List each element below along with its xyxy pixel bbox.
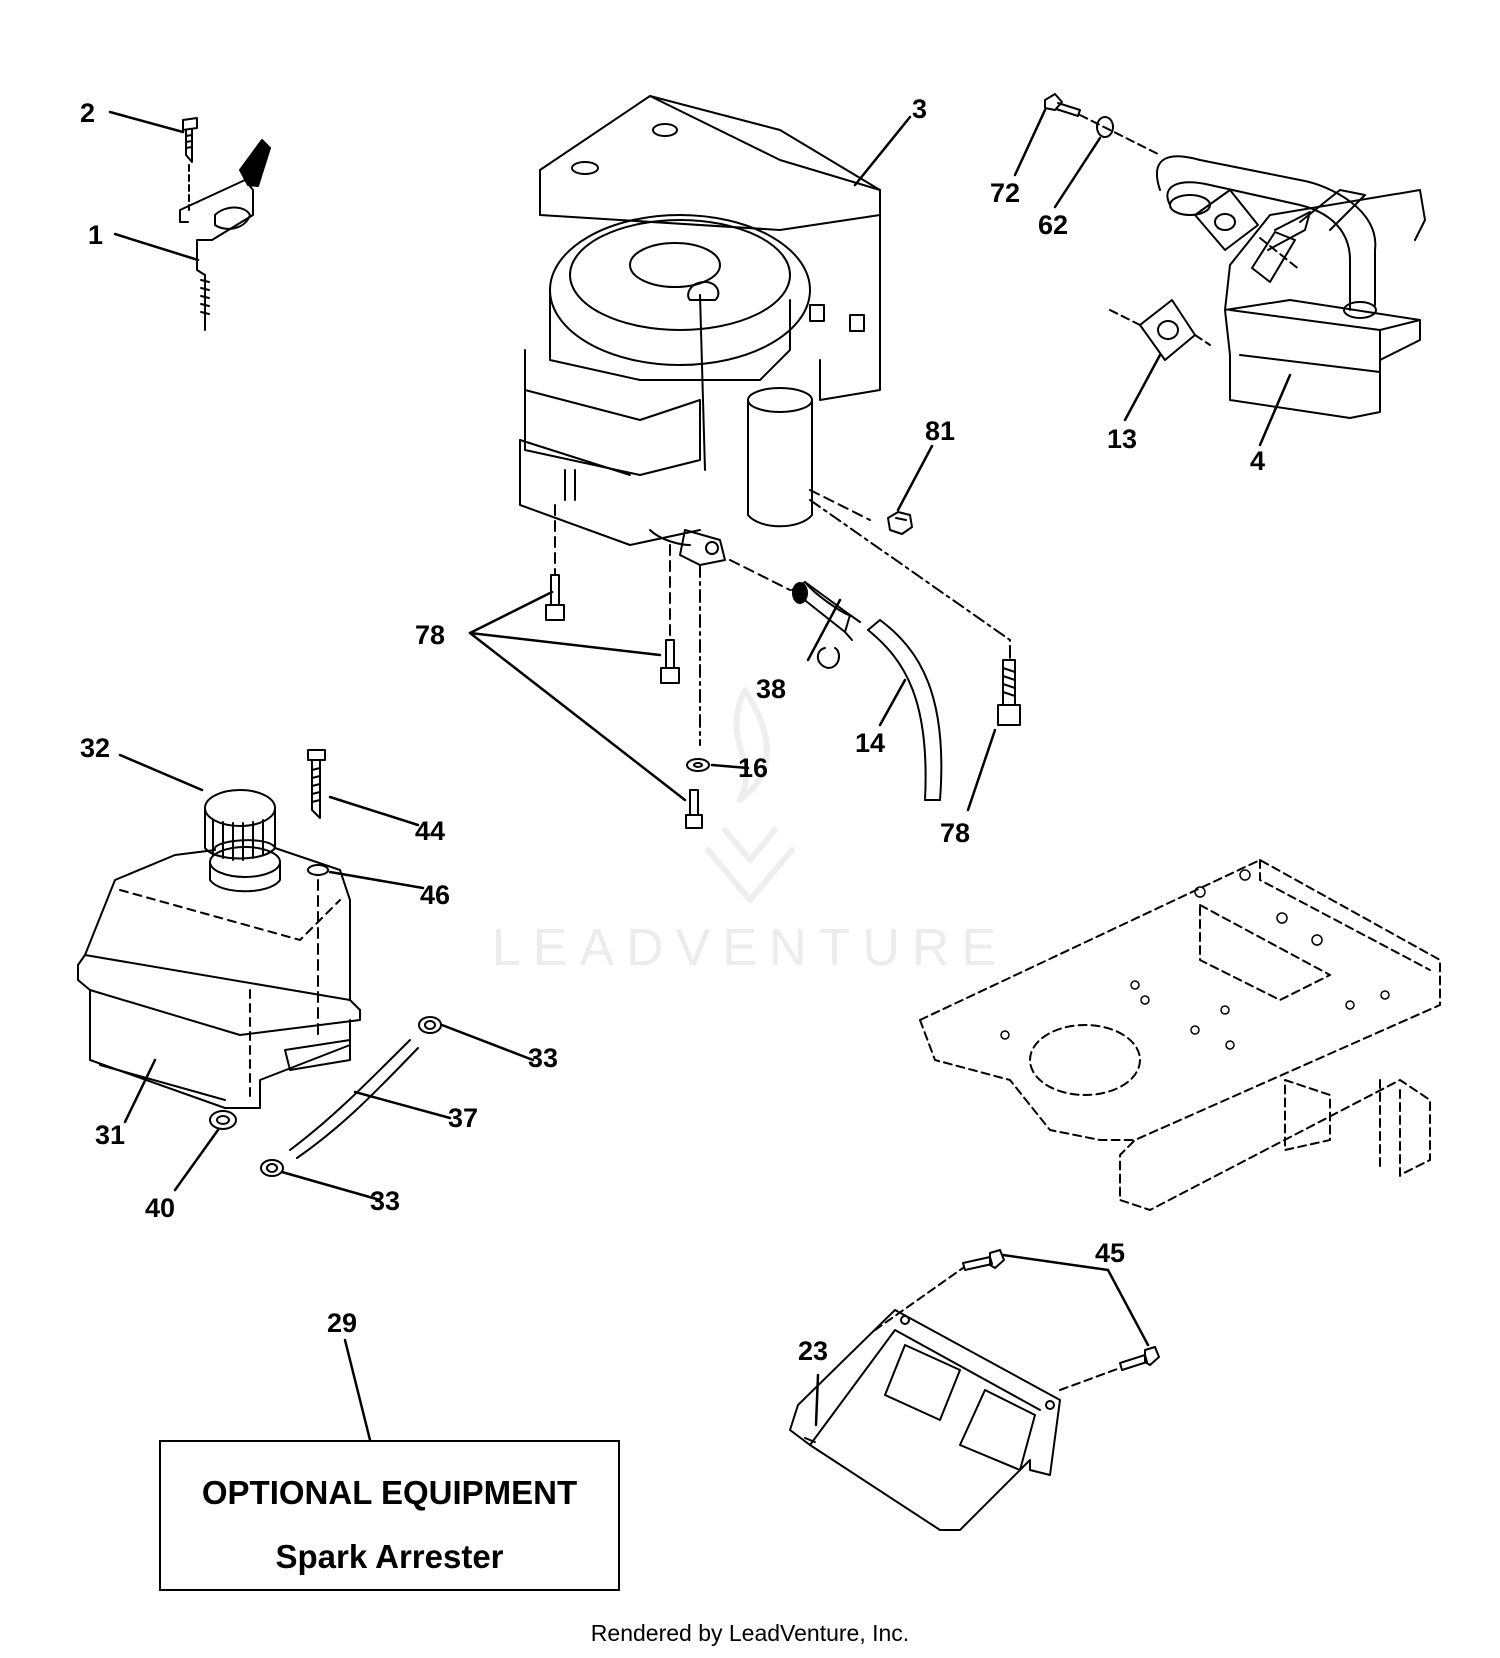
- callout-3: 3: [912, 94, 928, 124]
- callout-1: 1: [88, 220, 104, 250]
- footer-credit: Rendered by LeadVenture, Inc.: [590, 1620, 910, 1646]
- callout-2: 2: [80, 98, 96, 128]
- frame-holes: [1000, 869, 1390, 1050]
- fuel-line-14-part: [867, 619, 943, 801]
- watermark-text: LEADVENTURE: [491, 919, 1009, 977]
- optional-equipment-title: OPTIONAL EQUIPMENT: [201, 1474, 578, 1511]
- bolt-45-parts: [874, 1249, 1160, 1391]
- callout-16: 16: [738, 753, 769, 783]
- muffler-4-part: [1155, 155, 1426, 419]
- grommet-40-part: [209, 1110, 237, 1130]
- washer-16-part: [686, 758, 710, 772]
- gasket-13-part: [1109, 237, 1301, 361]
- callout-33-lower: 33: [370, 1186, 401, 1216]
- callout-45: 45: [1095, 1238, 1126, 1268]
- callout-29: 29: [327, 1308, 358, 1338]
- screw-44-part: [307, 749, 326, 819]
- clamp-33-upper-part: [418, 1016, 442, 1034]
- callout-14: 14: [855, 728, 886, 758]
- bolt-72-part: [1044, 93, 1081, 117]
- callout-4: 4: [1250, 446, 1266, 476]
- fuel-line-37-part: [289, 1039, 419, 1159]
- callout-23: 23: [798, 1336, 829, 1366]
- leader-lines: [108, 108, 1292, 1442]
- callout-46: 46: [420, 880, 451, 910]
- chassis-frame-part: [919, 859, 1441, 1211]
- engine-part: [519, 95, 1011, 746]
- clamp-33-lower-part: [260, 1159, 284, 1177]
- fuel-filter-38-part: [791, 581, 861, 669]
- optional-equipment-box: OPTIONAL EQUIPMENT Spark Arrester: [159, 1440, 620, 1591]
- throttle-control-part: [179, 117, 271, 331]
- bolt-78-parts: [545, 574, 1021, 829]
- callout-32: 32: [80, 733, 111, 763]
- fuel-tank-31-part: [77, 839, 361, 1109]
- callout-78-a: 78: [415, 620, 446, 650]
- callout-81: 81: [925, 416, 956, 446]
- callout-33-upper: 33: [528, 1043, 559, 1073]
- bracket-23-part: [789, 1309, 1061, 1531]
- callout-37: 37: [448, 1103, 479, 1133]
- callout-40: 40: [145, 1193, 176, 1223]
- callout-62: 62: [1038, 210, 1069, 240]
- watermark-logo: [705, 687, 795, 903]
- callout-31: 31: [95, 1120, 126, 1150]
- callout-78-b: 78: [940, 818, 971, 848]
- nut-81-part: [887, 511, 913, 535]
- callout-44: 44: [415, 816, 446, 846]
- washer-46-part: [307, 864, 329, 1041]
- washer-62-part: [1079, 114, 1161, 156]
- callout-13: 13: [1107, 424, 1138, 454]
- optional-equipment-subtitle: Spark Arrester: [275, 1538, 504, 1575]
- callout-72: 72: [990, 178, 1021, 208]
- callout-38: 38: [756, 674, 787, 704]
